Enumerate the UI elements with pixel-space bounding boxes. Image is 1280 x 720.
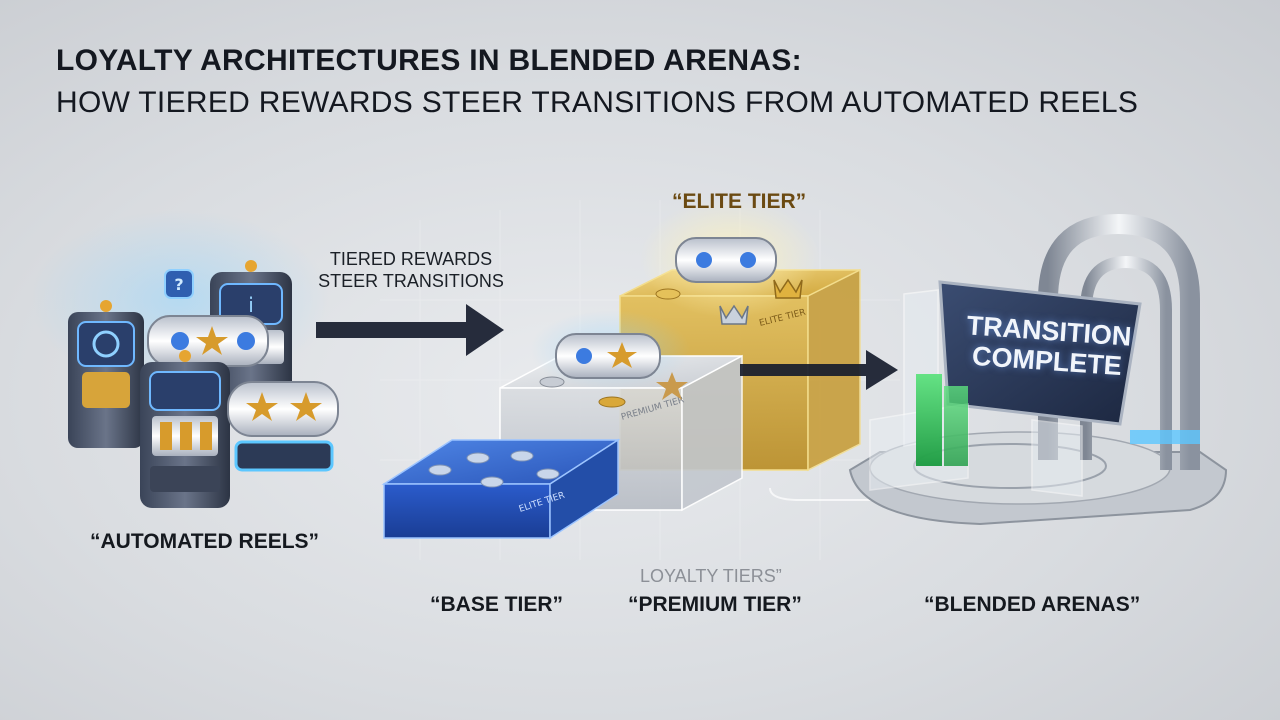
reel-drum-top [147,315,269,367]
page-subtitle: HOW TIERED REWARDS STEER TRANSITIONS FRO… [56,86,1139,119]
caption-loyalty-tiers: LOYALTY TIERS” [640,566,782,586]
slot-machine-front [140,350,230,508]
flow-arrow-tiered-rewards [316,304,504,356]
blended-arena-illustration [848,213,1228,526]
flow-label-line-2: STEER TRANSITIONS [318,271,504,291]
svg-text:?: ? [174,275,183,294]
question-icon: ? [164,269,194,299]
automated-reels-illustration: i ? [30,210,339,508]
flow-label-line-1: TIERED REWARDS [329,249,493,269]
caption-blended-arenas: “BLENDED ARENAS” [924,593,1141,616]
svg-text:i: i [248,293,254,317]
slot-machine-rear-left [68,300,144,448]
reel-drum-front [227,381,339,472]
caption-elite-tier: “ELITE TIER” [672,190,807,213]
base-tier-coins [428,450,560,488]
elite-tier-reel [640,198,820,318]
flow-label: TIERED REWARDS STEER TRANSITIONS [296,248,526,292]
arena-screen-text: TRANSITION COMPLETE [956,310,1140,382]
crown-icon [719,278,803,325]
flow-arrow-to-arena [740,350,898,390]
premium-tier-reel [530,310,690,408]
caption-premium-tier: “PREMIUM TIER” [628,593,802,616]
base-tier-block [381,438,621,540]
caption-automated-reels: “AUTOMATED REELS” [90,530,320,553]
caption-base-tier: “BASE TIER” [430,593,564,616]
page-title: LOYALTY ARCHITECTURES IN BLENDED ARENAS: [56,44,802,77]
